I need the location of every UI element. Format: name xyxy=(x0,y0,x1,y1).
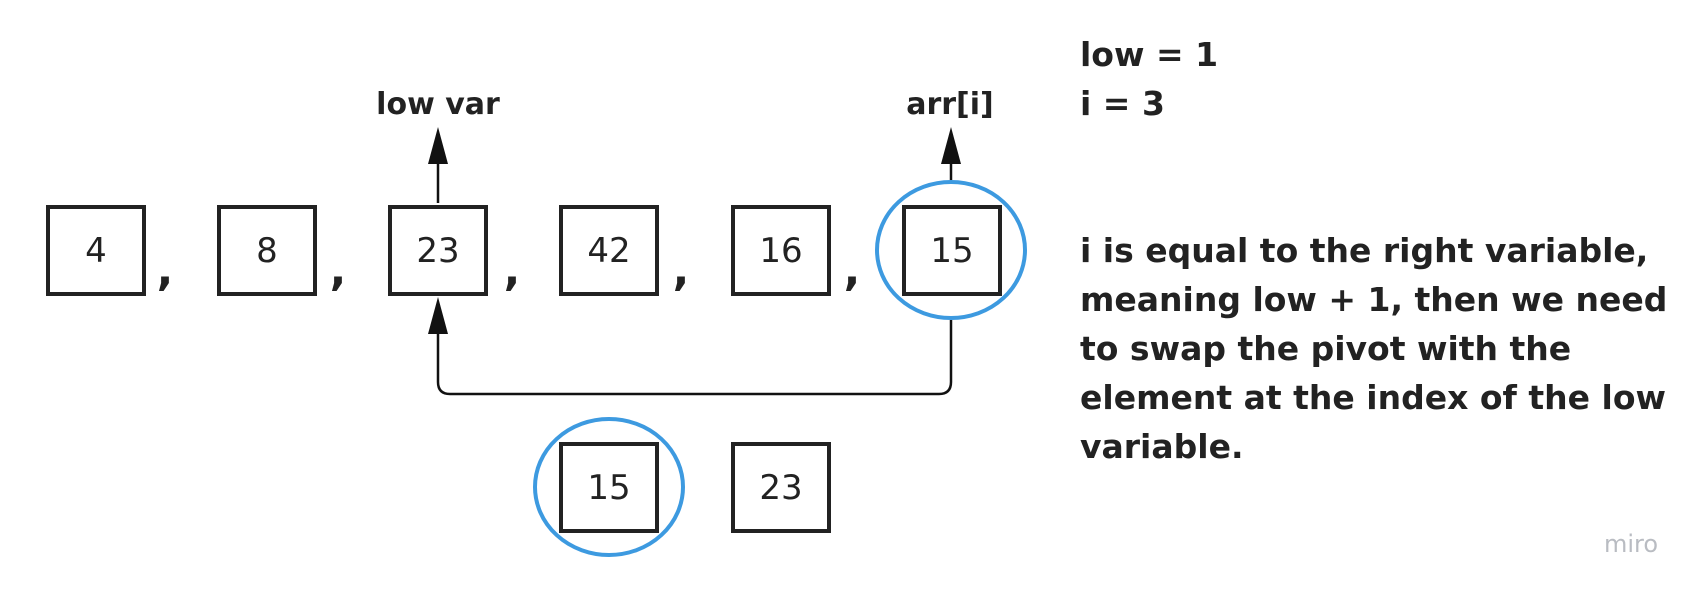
comma: , xyxy=(673,245,690,296)
array-cell: 4 xyxy=(46,205,146,296)
highlight-ring-swapped xyxy=(533,417,685,557)
swap-arrowhead xyxy=(428,297,448,334)
comma: , xyxy=(844,245,861,296)
array-value: 8 xyxy=(256,231,278,271)
i-variable: i = 3 xyxy=(1080,84,1165,123)
explanation-text: i is equal to the right variable, meanin… xyxy=(1080,231,1668,466)
array-value: 23 xyxy=(416,231,459,271)
comma: , xyxy=(157,245,174,296)
low-pointer-label: low var xyxy=(376,87,500,122)
swapped-value: 23 xyxy=(759,468,802,508)
array-value: 15 xyxy=(930,231,973,271)
swap-arrow xyxy=(436,320,953,396)
i-pointer-arrowhead xyxy=(941,127,961,164)
array-cell: 42 xyxy=(559,205,659,296)
highlight-ring-pivot xyxy=(875,180,1027,320)
swapped-cell: 23 xyxy=(731,442,831,533)
low-variable: low = 1 xyxy=(1080,35,1219,74)
array-cell-i: 15 xyxy=(902,205,1002,296)
array-value: 4 xyxy=(85,231,107,271)
miro-watermark: miro xyxy=(1604,530,1659,558)
swapped-cell-pivot: 15 xyxy=(559,442,659,533)
array-cell: 16 xyxy=(731,205,831,296)
array-cell: 8 xyxy=(217,205,317,296)
array-value: 42 xyxy=(587,231,630,271)
variable-state: low = 1 i = 3 xyxy=(1080,30,1218,128)
array-value: 16 xyxy=(759,231,802,271)
comma: , xyxy=(330,245,347,296)
low-pointer-arrowhead xyxy=(428,127,448,164)
i-pointer-label: arr[i] xyxy=(906,87,994,122)
comma: , xyxy=(504,245,521,296)
array-cell-low: 23 xyxy=(388,205,488,296)
swapped-value: 15 xyxy=(587,468,630,508)
